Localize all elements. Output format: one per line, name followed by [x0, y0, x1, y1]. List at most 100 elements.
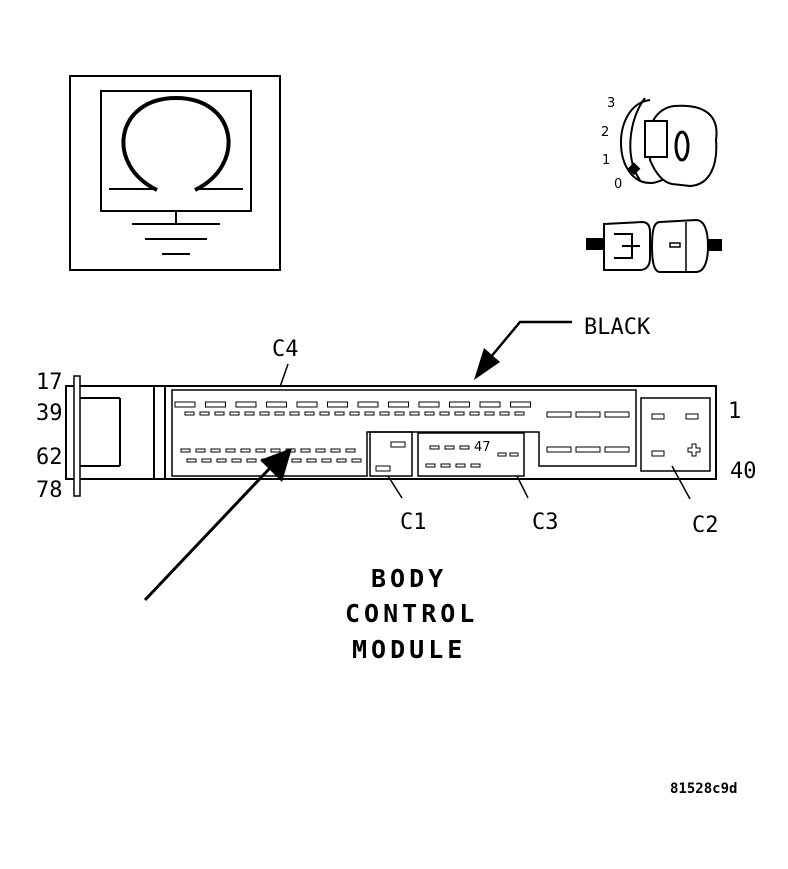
- c4-pin-slot: [174, 401, 196, 408]
- c4-pin-slot: [394, 411, 405, 416]
- c4-pin-slot: [304, 411, 315, 416]
- c4-pin-slot: [336, 458, 347, 463]
- title-line-control: CONTROL: [345, 599, 478, 628]
- pin-label-62: 62: [36, 445, 63, 470]
- c4-pin-slot: [345, 448, 356, 453]
- c3-pin-slot: [497, 452, 507, 457]
- c4-pin-slot: [246, 458, 257, 463]
- c4-pin-slot: [454, 411, 465, 416]
- black-callout-arrow: [474, 320, 572, 380]
- ground-symbol-icon: [69, 75, 281, 271]
- c4-pin-slot: [364, 411, 375, 416]
- c4-pin-slot: [199, 411, 210, 416]
- c4-pin-slot: [291, 458, 302, 463]
- c4-pin-slot: [210, 448, 221, 453]
- label-c1: C1: [400, 510, 427, 535]
- c3-pin-slot: [425, 463, 436, 468]
- c3-pin-slot: [455, 463, 466, 468]
- c4-pin-slot: [546, 411, 572, 418]
- c4-pin-slot: [229, 411, 240, 416]
- c4-pin-slot: [351, 458, 362, 463]
- c4-pin-slot: [216, 458, 227, 463]
- label-c2: C2: [692, 513, 719, 538]
- c3-pin-slot: [444, 445, 455, 450]
- c4-pin-slot: [255, 448, 266, 453]
- ignition-key-icon: 3 2 1 0: [601, 96, 718, 192]
- c4-pin-slot: [379, 411, 390, 416]
- c4-pin-slot: [184, 411, 195, 416]
- connector-c1: [369, 431, 413, 477]
- c4-pin-slot: [418, 401, 440, 408]
- c4-pin-slot: [274, 411, 285, 416]
- c4-pin-slot: [231, 458, 242, 463]
- c4-pin-slot: [604, 446, 630, 453]
- c4-pin-slot: [349, 411, 360, 416]
- c4-pin-slot: [424, 411, 435, 416]
- c4-pin-slot: [499, 411, 510, 416]
- c4-pin-slot: [186, 458, 197, 463]
- c4-pin-slot: [357, 401, 379, 408]
- c4-pin-slot: [270, 448, 281, 453]
- c4-pin-slot: [214, 411, 225, 416]
- c4-pin-slot: [479, 401, 501, 408]
- c4-pin-slot: [575, 446, 601, 453]
- c4-pin-slot: [225, 448, 236, 453]
- title-line-module: MODULE: [352, 635, 466, 664]
- c3-pin-slot: [459, 445, 470, 450]
- key-position-3: 3: [607, 96, 615, 111]
- c4-pin-slot: [469, 411, 480, 416]
- c4-pin-slot: [330, 448, 341, 453]
- c4-pin-slot: [319, 411, 330, 416]
- c3-pin-slot: [429, 445, 440, 450]
- c4-pin-slot: [266, 401, 287, 408]
- c4-pin-slot: [300, 448, 311, 453]
- pin-label-39: 39: [36, 401, 63, 426]
- pin-label-78: 78: [36, 478, 63, 503]
- title-line-body: BODY: [371, 564, 447, 593]
- c4-pin-slot: [240, 448, 251, 453]
- c4-pin-slot: [244, 411, 255, 416]
- body-control-module: [65, 375, 717, 497]
- c4-pin-slot: [514, 411, 525, 416]
- connector-c4-pins: [174, 401, 630, 463]
- c4-pin-slot: [235, 401, 257, 408]
- c4-pin-slot: [195, 448, 206, 453]
- connector-c3: [417, 432, 525, 477]
- pin-label-40: 40: [730, 459, 757, 484]
- pin-label-1: 1: [728, 399, 741, 424]
- c4-pin-slot: [296, 401, 318, 408]
- key-position-2: 2: [601, 125, 609, 140]
- pin-label-17: 17: [36, 370, 63, 395]
- c4-pin-slot: [510, 401, 531, 408]
- c4-pin-slot: [205, 401, 226, 408]
- c4-pin-slot: [334, 411, 345, 416]
- key-position-1: 1: [602, 153, 610, 168]
- c4-pin-slot: [484, 411, 495, 416]
- connector-plug-icon: [586, 218, 722, 273]
- label-c3: C3: [532, 510, 559, 535]
- connector-c4-outline: [171, 389, 637, 477]
- c3-pin-slot: [470, 463, 481, 468]
- c4-pin-slot: [259, 411, 270, 416]
- c4-pin-slot: [289, 411, 300, 416]
- c4-pin-slot: [201, 458, 212, 463]
- c4-pin-slot: [604, 411, 630, 418]
- c4-pin-slot: [315, 448, 326, 453]
- label-c4: C4: [272, 337, 299, 362]
- c4-pin-slot: [321, 458, 332, 463]
- c4-pin-slot: [546, 446, 572, 453]
- figure-id: 81528c9d: [670, 781, 737, 797]
- c4-pin-slot: [439, 411, 450, 416]
- label-black: BLACK: [584, 315, 651, 340]
- key-position-0: 0: [614, 177, 622, 192]
- c4-pin-slot: [180, 448, 191, 453]
- c4-pin-slot: [409, 411, 420, 416]
- c4-pin-slot: [388, 401, 409, 408]
- c3-pin-slot: [440, 463, 451, 468]
- c4-pin-slot: [449, 401, 470, 408]
- c4-pin-slot: [575, 411, 601, 418]
- c4-pin-slot: [327, 401, 348, 408]
- c3-pin-slot: [509, 452, 519, 457]
- pin-label-47: 47: [474, 440, 491, 455]
- c4-pin-slot: [306, 458, 317, 463]
